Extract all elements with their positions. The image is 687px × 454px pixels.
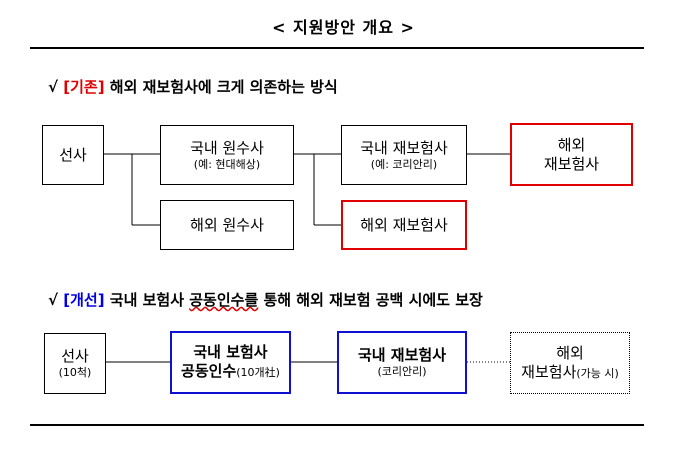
box-label: 해외 재보험사 (360, 215, 448, 234)
current-tag: [기존] (63, 78, 105, 96)
domestic-reinsurer-box-improved: 국내 재보험사 (코리안리) (337, 331, 467, 394)
improved-heading-underlined: 공동인수를 (189, 291, 259, 309)
check-mark: √ (48, 78, 59, 96)
box-label: 해외 (556, 343, 584, 362)
foreign-reinsurer-box: 해외 재보험사 (510, 123, 633, 186)
box-label: 국내 재보험사 (360, 138, 448, 157)
box-sublabel: (코리안리) (377, 365, 427, 378)
bottom-rule (30, 424, 644, 426)
cedant-fleet-box: 선사 (10척) (44, 333, 106, 394)
diagram-title: < 지원방안 개요 > (272, 18, 415, 37)
box-sublabel: (10척) (58, 366, 92, 379)
improved-tag: [개선] (63, 291, 105, 309)
improved-heading-text-post: 통해 해외 재보험 공백 시에도 보장 (258, 291, 483, 309)
foreign-primary-box: 해외 원수사 (160, 200, 294, 250)
domestic-primary-box: 국내 원수사 (예: 현대해상) (160, 125, 294, 185)
box-label: 선사 (61, 347, 89, 365)
box-label-line2: 공동인수(10개社) (181, 362, 280, 382)
current-heading: √ [기존] 해외 재보험사에 크게 의존하는 방식 (48, 76, 338, 97)
check-mark: √ (48, 291, 59, 309)
box-label-line2: 재보험사(가능 시) (521, 363, 619, 383)
co-insurance-box: 국내 보험사 공동인수(10개社) (170, 331, 291, 394)
box-label: 선사 (59, 145, 87, 164)
box-label: 재보험사 (543, 154, 600, 173)
box-label: 해외 원수사 (190, 215, 264, 234)
box-sublabel: (예: 현대해상) (193, 157, 261, 171)
box-label: 국내 원수사 (190, 138, 264, 157)
current-heading-text: 해외 재보험사에 크게 의존하는 방식 (109, 78, 338, 96)
box-label: 재보험사 (521, 362, 577, 381)
improved-heading-text-pre: 국내 보험사 (109, 291, 190, 309)
box-label: 해외 (557, 135, 586, 154)
foreign-reinsurer-optional-box: 해외 재보험사(가능 시) (510, 332, 630, 394)
box-label: 국내 보험사 (193, 343, 268, 361)
domestic-reinsurer-box: 국내 재보험사 (예: 코리안리) (341, 125, 467, 185)
box-sublabel: (예: 코리안리) (370, 157, 438, 171)
top-rule (30, 47, 644, 49)
box-label: 국내 재보험사 (357, 346, 447, 364)
cedant-box: 선사 (42, 125, 104, 185)
box-sublabel: (10개社) (236, 366, 280, 379)
box-sublabel: (가능 시) (576, 366, 619, 380)
foreign-reinsurer-secondary-box: 해외 재보험사 (341, 200, 467, 250)
improved-heading: √ [개선] 국내 보험사 공동인수를 통해 해외 재보험 공백 시에도 보장 (48, 289, 483, 310)
box-label: 공동인수 (181, 362, 237, 380)
